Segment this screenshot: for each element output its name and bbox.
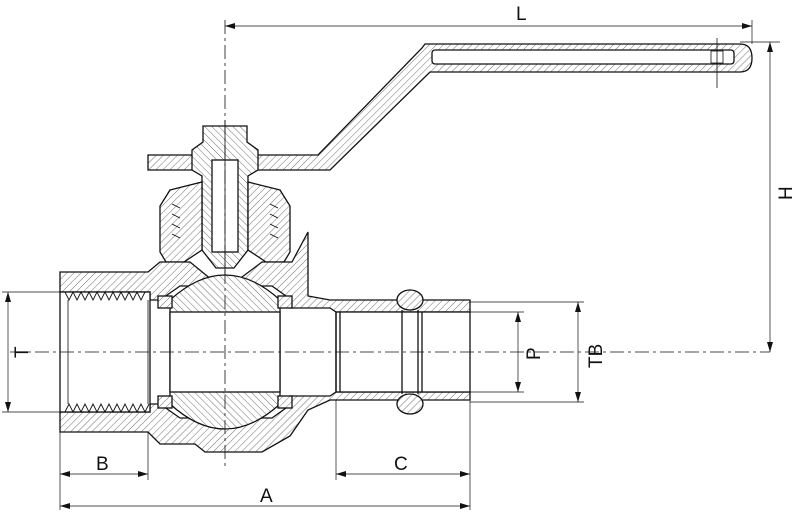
dimension-H: H [740,41,796,352]
label-P: P [524,347,545,360]
label-TB: TB [586,344,607,368]
dimension-TB: TB [470,301,607,403]
dimension-L: L [225,4,753,44]
label-A: A [260,486,273,507]
dimension-T: T [2,291,60,413]
label-B: B [96,454,109,475]
dimension-B: B [59,412,149,510]
label-L: L [516,4,527,25]
dimension-A: A [60,486,470,509]
label-C: C [394,454,408,475]
dimension-P: P [470,311,545,393]
label-H: H [776,186,796,200]
label-T: T [12,346,33,358]
dimension-C: C [335,400,471,510]
